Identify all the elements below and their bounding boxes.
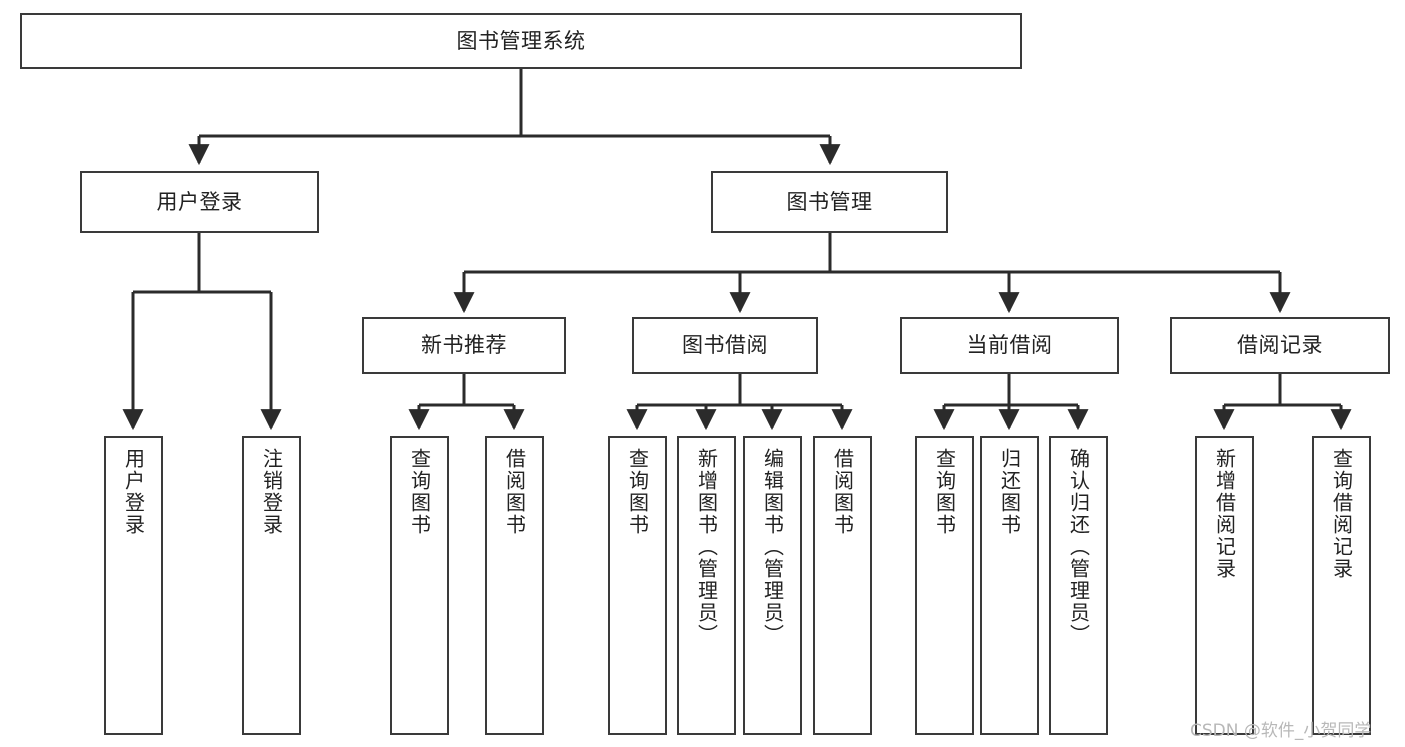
node-label: 图书借阅: [682, 333, 768, 358]
leaf-current-return-book[interactable]: 归还图书: [980, 436, 1039, 735]
node-label: 用户登录: [121, 448, 146, 536]
node-borrow-record[interactable]: 借阅记录: [1170, 317, 1390, 374]
leaf-borrow-borrow-book[interactable]: 借阅图书: [813, 436, 872, 735]
node-label: 新增图书（管理员）: [694, 448, 719, 646]
node-user-login[interactable]: 用户登录: [80, 171, 319, 233]
node-label: 注销登录: [259, 448, 284, 536]
node-label: 查询图书: [407, 448, 432, 536]
node-label: 查询借阅记录: [1329, 448, 1354, 580]
leaf-record-query-borrow-record[interactable]: 查询借阅记录: [1312, 436, 1371, 735]
leaf-borrow-query-book[interactable]: 查询图书: [608, 436, 667, 735]
leaf-recommend-query-book[interactable]: 查询图书: [390, 436, 449, 735]
node-label: 编辑图书（管理员）: [760, 448, 785, 646]
leaf-borrow-edit-book-admin[interactable]: 编辑图书（管理员）: [743, 436, 802, 735]
leaf-record-add-borrow-record[interactable]: 新增借阅记录: [1195, 436, 1254, 735]
node-label: 归还图书: [997, 448, 1022, 536]
leaf-recommend-borrow-book[interactable]: 借阅图书: [485, 436, 544, 735]
node-label: 当前借阅: [966, 333, 1053, 358]
node-label: 确认归还（管理员）: [1066, 448, 1091, 646]
leaf-current-confirm-return-admin[interactable]: 确认归还（管理员）: [1049, 436, 1108, 735]
leaf-user-login[interactable]: 用户登录: [104, 436, 163, 735]
leaf-borrow-add-book-admin[interactable]: 新增图书（管理员）: [677, 436, 736, 735]
node-label: 新增借阅记录: [1212, 448, 1237, 580]
node-current-borrow[interactable]: 当前借阅: [900, 317, 1119, 374]
node-label: 借阅记录: [1237, 333, 1323, 358]
node-label: 查询图书: [625, 448, 650, 536]
node-label: 图书管理: [786, 189, 873, 214]
csdn-watermark: CSDN @软件_小贺同学: [1190, 721, 1372, 741]
node-label: 用户登录: [156, 189, 243, 214]
node-label: 查询图书: [932, 448, 957, 536]
leaf-current-query-book[interactable]: 查询图书: [915, 436, 974, 735]
node-label: 借阅图书: [502, 448, 527, 536]
node-book-management[interactable]: 图书管理: [711, 171, 948, 233]
leaf-user-logout[interactable]: 注销登录: [242, 436, 301, 735]
node-root-book-management-system[interactable]: 图书管理系统: [20, 13, 1022, 69]
node-new-book-recommendation[interactable]: 新书推荐: [362, 317, 566, 374]
node-label: 图书管理系统: [456, 28, 586, 53]
node-book-borrow[interactable]: 图书借阅: [632, 317, 818, 374]
node-label: 借阅图书: [830, 448, 855, 536]
node-label: 新书推荐: [421, 333, 507, 358]
